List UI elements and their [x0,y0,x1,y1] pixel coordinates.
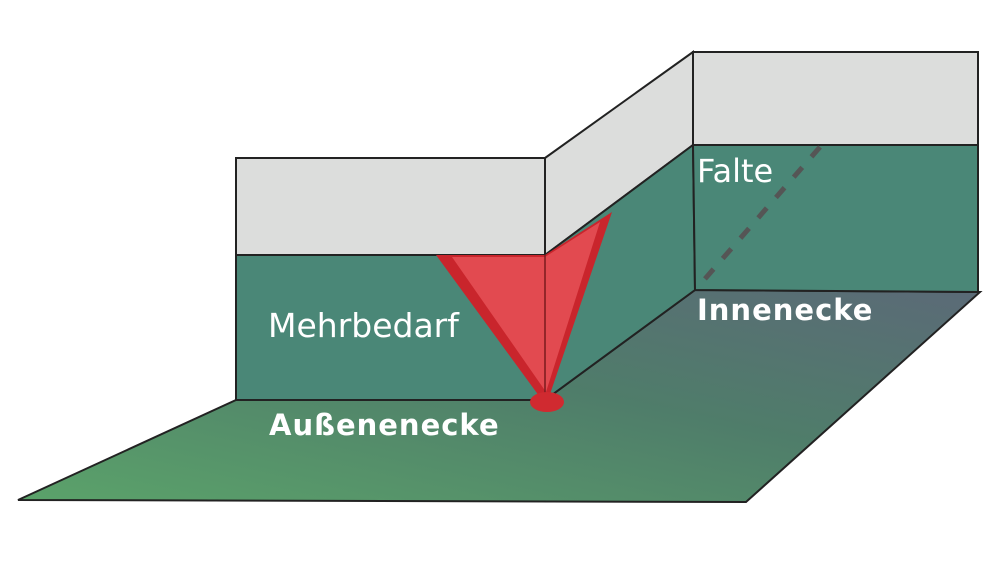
surplus-wedge [452,222,600,392]
right-wall-face [691,144,979,294]
inner-corner-label: Innenecke [697,293,874,327]
surplus-label: Mehrbedarf [268,306,459,345]
outer-corner-label: Außenenecke [269,408,500,442]
fold-line [695,145,822,290]
right-wall-top [692,51,979,146]
fold-label: Falte [697,152,774,190]
outer-corner-blob [530,392,564,412]
left-wall-top [235,157,546,256]
